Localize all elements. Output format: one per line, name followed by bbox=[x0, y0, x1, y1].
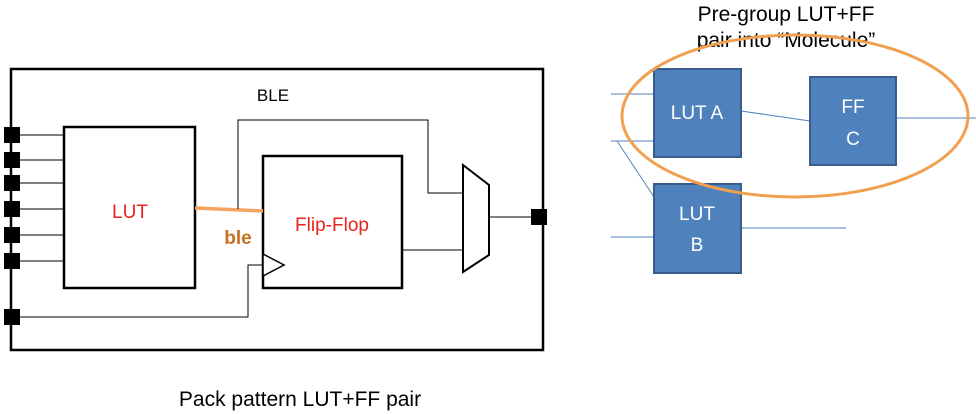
molecule-heading-line1: Pre-group LUT+FF bbox=[698, 3, 875, 26]
lut-input-pins bbox=[4, 127, 20, 269]
output-pin bbox=[531, 209, 547, 225]
ff-c-block bbox=[809, 76, 897, 166]
input-pin bbox=[4, 253, 20, 269]
lut-label: LUT bbox=[112, 202, 148, 223]
ble-net-label: ble bbox=[224, 228, 251, 249]
molecule-heading-line2: pair into “Molecule” bbox=[697, 29, 876, 52]
lut-a-block bbox=[653, 68, 742, 158]
lut-b-input-wire bbox=[616, 140, 655, 198]
bypass-wire bbox=[237, 119, 463, 209]
input-pin bbox=[4, 152, 20, 168]
lut-b-block bbox=[653, 183, 742, 274]
ff-c-label-line2: C bbox=[846, 129, 860, 150]
left-caption: Pack pattern LUT+FF pair bbox=[179, 388, 421, 411]
molecule-wires bbox=[611, 93, 976, 238]
output-mux bbox=[462, 162, 490, 274]
input-pin bbox=[4, 175, 20, 191]
flipflop-box bbox=[261, 154, 404, 290]
lut-a-to-ff-wire bbox=[740, 110, 811, 122]
flipflop-label: Flip-Flop bbox=[295, 215, 369, 236]
ble-title: BLE bbox=[257, 86, 289, 105]
clock-wire bbox=[20, 264, 263, 318]
lut-a-label: LUT A bbox=[671, 103, 724, 124]
input-pin bbox=[4, 227, 20, 243]
molecule-diagram: Pre-group LUT+FF pair into “Molecule” LU… bbox=[611, 3, 976, 274]
clock-input-pin bbox=[4, 309, 20, 325]
lut-input-wires bbox=[20, 134, 64, 262]
lut-b-label-line1: LUT bbox=[679, 204, 715, 225]
lut-b-label-line2: B bbox=[691, 235, 704, 256]
ff-c-label-line1: FF bbox=[841, 97, 864, 118]
molecule-ellipse bbox=[620, 33, 970, 199]
lut-box bbox=[62, 125, 197, 290]
input-pin bbox=[4, 201, 20, 217]
ble-net-line bbox=[194, 206, 264, 213]
ble-diagram: BLE LUT Flip-Flop b bbox=[4, 67, 547, 411]
input-pin bbox=[4, 127, 20, 143]
